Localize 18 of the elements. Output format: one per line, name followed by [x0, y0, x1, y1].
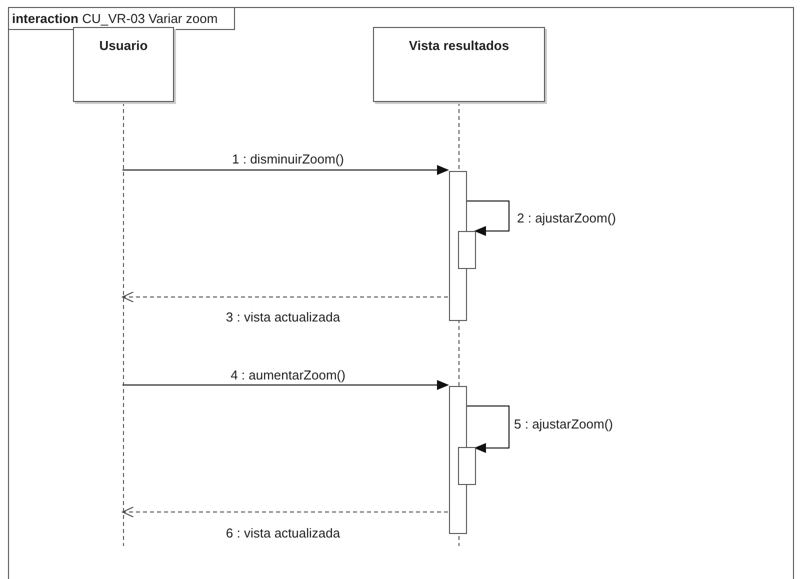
- message-arrow: [122, 506, 448, 518]
- activation-bar: [458, 231, 476, 269]
- edge-label: 6 : vista actualizada: [224, 526, 342, 540]
- edge-label: 1 : disminuirZoom(): [231, 152, 345, 166]
- participant-box: Vista resultados: [373, 27, 545, 102]
- edge-label: 2 : ajustarZoom(): [516, 210, 617, 226]
- edge-label: 5 : ajustarZoom(): [513, 416, 614, 432]
- edge-label: 3 : vista actualizada: [224, 310, 342, 324]
- message-arrow: [122, 292, 448, 302]
- message-arrow: [122, 380, 449, 390]
- message-arrow: [122, 165, 449, 175]
- participant-box: Usuario: [73, 27, 174, 102]
- interaction-frame: [8, 7, 794, 579]
- frame-title: interaction CU_VR-03 Variar zoom: [9, 8, 235, 30]
- message-arrow: [466, 406, 510, 453]
- edge-label: 4 : aumentarZoom(): [230, 368, 346, 382]
- activation-bar: [458, 447, 476, 485]
- message-arrow: [466, 200, 510, 236]
